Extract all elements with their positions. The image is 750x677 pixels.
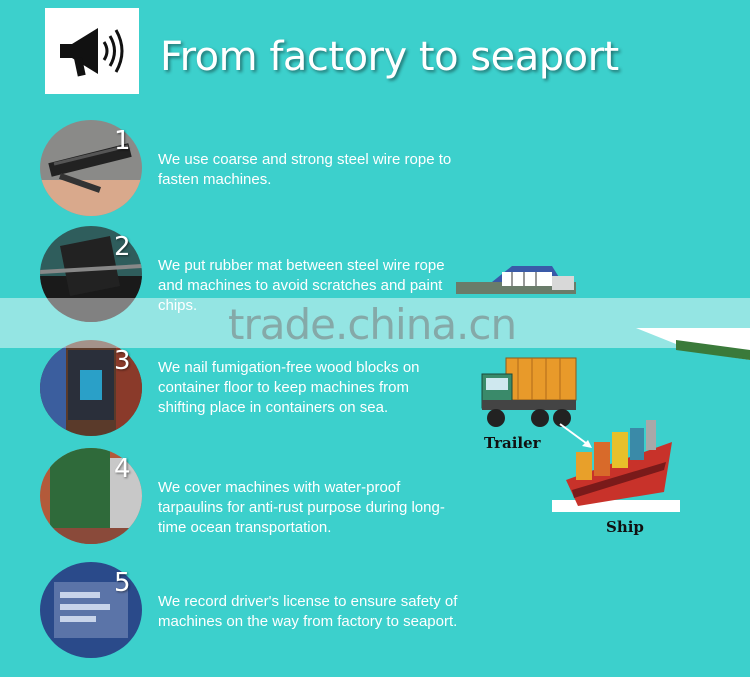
- step-number: 2: [114, 232, 131, 262]
- step-2: 2 We put rubber mat between steel wire r…: [40, 226, 460, 336]
- step-number: 5: [114, 568, 131, 598]
- step-text: We nail fumigation-free wood blocks on c…: [158, 359, 420, 416]
- tarpaulin-photo: [40, 448, 142, 544]
- step-5: 5 We record driver's license to ensure s…: [40, 562, 460, 672]
- step-text: We use coarse and strong steel wire rope…: [158, 151, 452, 188]
- step-text: We record driver's license to ensure saf…: [158, 593, 458, 630]
- trailer-label: Trailer: [484, 434, 541, 452]
- step-3: 3 We nail fumigation-free wood blocks on…: [40, 340, 460, 450]
- step-number: 4: [114, 454, 131, 484]
- watermark: trade.china.cn: [228, 300, 517, 349]
- step-1: 1 We use coarse and strong steel wire ro…: [40, 120, 460, 230]
- megaphone-icon-box: [45, 8, 139, 94]
- step-number: 1: [114, 126, 131, 156]
- page-title: From factory to seaport: [160, 34, 619, 80]
- trailer-illustration: [481, 357, 577, 427]
- step-text: We cover machines with water-proof tarpa…: [158, 479, 445, 536]
- megaphone-icon: [60, 28, 124, 77]
- watermark-band: [0, 298, 750, 348]
- arrow-icon: [559, 423, 592, 448]
- building-fragment: [636, 328, 750, 360]
- ship-illustration: [552, 420, 680, 512]
- driver-license-photo: [40, 562, 142, 658]
- factory-illustration: [456, 266, 576, 294]
- ship-label: Ship: [606, 518, 644, 536]
- step-4: 4 We cover machines with water-proof tar…: [40, 448, 460, 558]
- step-number: 3: [114, 346, 131, 376]
- step-text: We put rubber mat between steel wire rop…: [158, 257, 445, 314]
